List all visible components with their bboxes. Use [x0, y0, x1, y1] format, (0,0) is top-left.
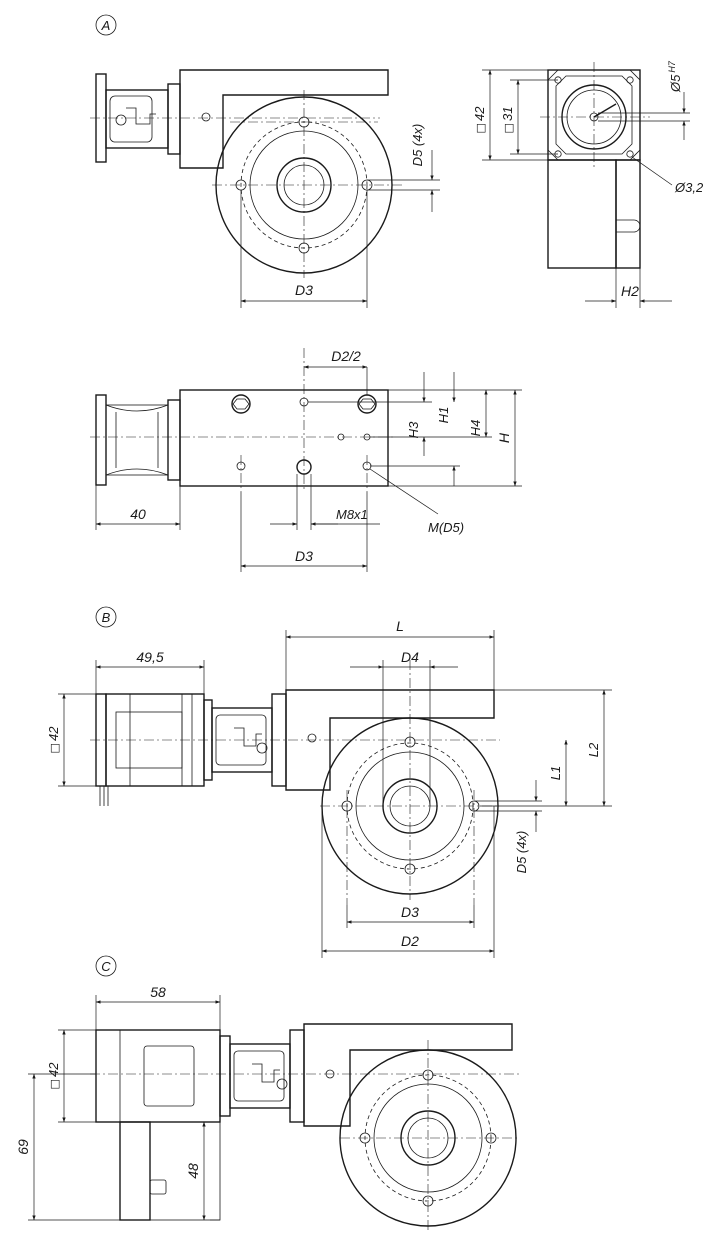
- dim-58: 58: [150, 984, 166, 1000]
- variant-b-view: B 49,5: [46, 606, 612, 958]
- variant-a-front-view: A D5 (4x) D3: [90, 14, 440, 308]
- dim-c-square-42: 42: [46, 1062, 61, 1077]
- dim-m-d5: M(D5): [428, 520, 464, 535]
- dim-square-42: 42: [472, 106, 487, 121]
- dim-d4: D4: [401, 649, 419, 665]
- dim-h3: H3: [406, 421, 421, 438]
- svg-text:C: C: [101, 959, 111, 974]
- dim-h2: H2: [621, 283, 639, 299]
- dim-d3: D3: [295, 282, 313, 298]
- svg-text:□42: □42: [472, 106, 487, 134]
- dim-49-5: 49,5: [136, 649, 163, 665]
- dim-dia-3-2: Ø3,2: [674, 180, 704, 195]
- dim-h1: H1: [436, 407, 451, 424]
- svg-text:B: B: [102, 610, 111, 625]
- svg-text:□31: □31: [500, 107, 515, 134]
- dim-40: 40: [130, 506, 146, 522]
- variant-b-marker: B: [95, 606, 117, 628]
- dim-d2: D2: [401, 933, 419, 949]
- dim-l1: L1: [548, 766, 563, 780]
- dim-dia-5: Ø5: [668, 74, 683, 93]
- variant-a-side-view: □42 □31 Ø5H7 Ø3,2 H2: [472, 60, 704, 308]
- variant-c-view: C 58: [15, 955, 520, 1232]
- variant-c-marker: C: [95, 955, 117, 977]
- dim-h: H: [496, 432, 512, 443]
- dim-69: 69: [15, 1139, 31, 1155]
- dim-b-d3: D3: [401, 904, 419, 920]
- dim-d5-4x: D5 (4x): [410, 124, 425, 167]
- dim-m8x1: M8x1: [336, 507, 368, 522]
- dim-l: L: [396, 618, 404, 634]
- dim-d3-top: D3: [295, 548, 313, 564]
- svg-text:A: A: [101, 18, 111, 33]
- variant-a-top-view: D2/2 H3 H1 H4 H 40 M8x1 M(D5): [90, 348, 522, 572]
- svg-text:□42: □42: [46, 726, 61, 754]
- dim-h4: H4: [468, 420, 483, 437]
- variant-a-marker: A: [95, 14, 117, 36]
- dim-d2-half: D2/2: [331, 348, 361, 364]
- dim-square-31: 31: [500, 107, 515, 121]
- svg-text:Ø5H7: Ø5H7: [667, 60, 683, 93]
- dim-l2: L2: [586, 742, 601, 757]
- dim-48: 48: [185, 1163, 201, 1179]
- dim-b-d5-4x: D5 (4x): [514, 831, 529, 874]
- dim-b-square-42: 42: [46, 726, 61, 741]
- svg-text:□42: □42: [46, 1062, 61, 1090]
